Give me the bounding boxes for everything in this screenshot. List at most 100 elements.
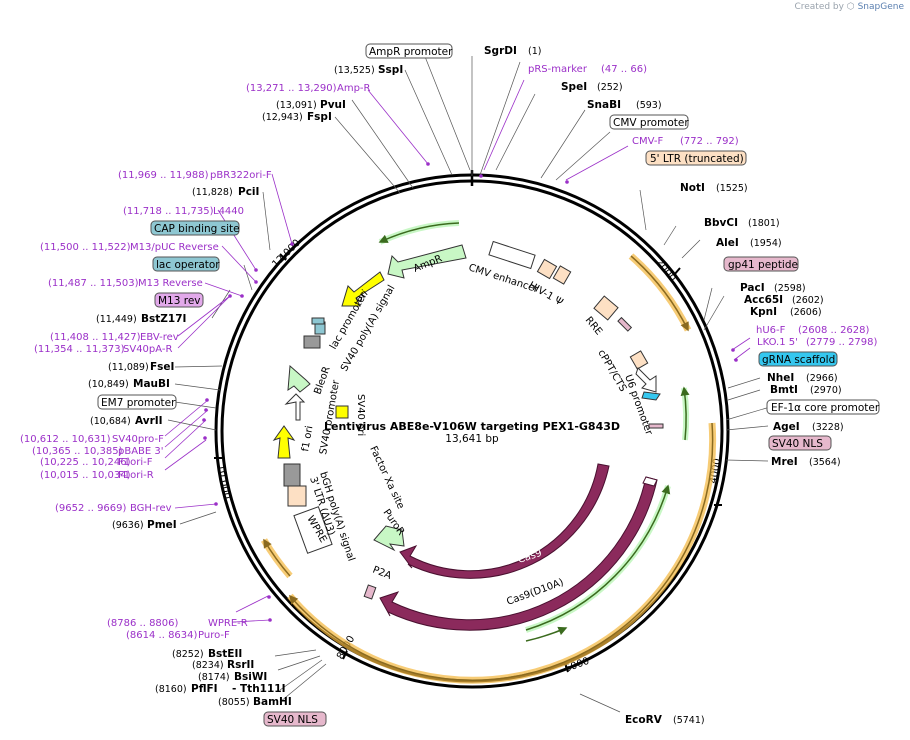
- enzyme-name[interactable]: PciI: [238, 186, 259, 198]
- boxed-feature-label[interactable]: AmpR promoter: [369, 46, 453, 58]
- enzyme-name[interactable]: AgeI: [773, 421, 800, 433]
- enzyme-name[interactable]: SnaBI: [587, 99, 621, 111]
- boxed-feature-bg: [768, 435, 832, 451]
- enzyme-name[interactable]: SgrDI: [484, 45, 517, 57]
- primer-name[interactable]: M13 Reverse: [138, 278, 203, 289]
- enzyme-pos: (11,828): [192, 187, 233, 198]
- enzyme-name[interactable]: RsrII: [227, 659, 254, 671]
- boxed-feature-label[interactable]: gp41 peptide: [728, 259, 798, 271]
- enzyme-pos: (12,943): [262, 112, 303, 123]
- primer-name[interactable]: SV40pro-F: [112, 434, 164, 445]
- primer-name[interactable]: pRS-marker: [528, 64, 588, 75]
- primer-name[interactable]: Puro-F: [198, 630, 230, 641]
- plasmid-name: Lentivirus ABE8e-V106W targeting PEX1-G8…: [324, 420, 620, 433]
- enzyme-name[interactable]: AleI: [716, 237, 739, 249]
- sv40-nls-box: [648, 423, 664, 429]
- enzyme-name[interactable]: Acc65I: [744, 294, 783, 306]
- primer-leaders: [164, 79, 751, 623]
- enzyme-name[interactable]: MauBI: [133, 378, 170, 390]
- primer-range: (2608 .. 2628): [798, 325, 870, 336]
- enzyme-name[interactable]: SspI: [378, 64, 403, 76]
- enzyme-pos: (9636): [112, 520, 144, 531]
- primer-range: (11,487 .. 11,503): [48, 278, 139, 289]
- enzyme-name[interactable]: FseI: [150, 361, 174, 373]
- primer-name[interactable]: L4440: [213, 206, 244, 217]
- primer-labels: pRS-marker (47 .. 66) CMV-F (772 .. 792)…: [20, 64, 878, 641]
- primer-range: (10,225 .. 10,246): [40, 457, 131, 468]
- sv40pa-box: [303, 335, 321, 349]
- primer-range: (11,718 .. 11,735): [123, 206, 214, 217]
- primer-name[interactable]: pBR322ori-F: [210, 170, 272, 181]
- leader-lines: [167, 43, 771, 713]
- enzyme-name[interactable]: BstEII: [208, 648, 242, 660]
- enzyme-name[interactable]: NheI: [767, 372, 794, 384]
- boxed-feature-label[interactable]: 5' LTR (truncated): [650, 153, 744, 165]
- feature-label: Factor Xa site: [367, 445, 406, 511]
- boxed-features: AmpR promoter CMV promoter 5' LTR (trunc…: [97, 43, 880, 727]
- enzyme-name[interactable]: BamHI: [253, 696, 292, 708]
- enzyme-name[interactable]: SpeI: [561, 81, 587, 93]
- enzyme-name[interactable]: PmeI: [147, 519, 177, 531]
- boxed-feature-label[interactable]: EF-1α core promoter: [771, 402, 880, 414]
- boxed-feature-label[interactable]: SV40 NLS: [267, 714, 318, 726]
- ruler-label: 10,000: [215, 464, 232, 500]
- primer-name[interactable]: F1ori-R: [118, 470, 154, 481]
- enzyme-name[interactable]: MreI: [771, 456, 798, 468]
- boxed-feature-label[interactable]: CAP binding site: [154, 223, 240, 235]
- primer-markers: [202, 162, 738, 622]
- enzyme-name[interactable]: BmtI: [770, 384, 798, 396]
- enzyme-name[interactable]: EcoRV: [625, 714, 663, 726]
- enzyme-name[interactable]: - Tth111I: [232, 683, 286, 695]
- enzyme-name[interactable]: PvuI: [320, 99, 346, 111]
- primer-name[interactable]: Amp-R: [337, 83, 371, 94]
- primer-name[interactable]: LKO.1 5': [757, 337, 798, 348]
- enzyme-name[interactable]: KpnI: [750, 306, 777, 318]
- enzyme-labels: SgrDI (1) SpeI (252) SnaBI (593) NotI (1…: [88, 45, 844, 726]
- primer-name[interactable]: EBV-rev: [140, 332, 179, 343]
- boxed-feature-label[interactable]: gRNA scaffold: [762, 354, 835, 366]
- enzyme-pos: (8055): [218, 697, 250, 708]
- primer-name[interactable]: CMV-F: [632, 136, 663, 147]
- enzyme-name[interactable]: NotI: [680, 182, 705, 194]
- enzyme-name[interactable]: AvrII: [135, 415, 163, 427]
- primer-name[interactable]: pBABE 3': [118, 446, 164, 457]
- primer-range: (47 .. 66): [601, 64, 647, 75]
- enzyme-name[interactable]: BsiWI: [234, 671, 267, 683]
- inner-features: [272, 240, 664, 600]
- primer-name[interactable]: M13/pUC Reverse: [130, 242, 219, 253]
- enzyme-name[interactable]: FspI: [307, 111, 332, 123]
- outer-cds-arcs: [260, 253, 717, 684]
- enzyme-name[interactable]: BbvCI: [704, 217, 738, 229]
- lac-mini-1: [311, 317, 325, 325]
- enzyme-pos: (1954): [750, 238, 782, 249]
- primer-name[interactable]: WPRE-R: [208, 618, 248, 629]
- primer-name[interactable]: F1ori-F: [118, 457, 153, 468]
- boxed-feature-label[interactable]: CMV promoter: [613, 117, 689, 129]
- cas9-arcs: [379, 463, 658, 631]
- primer-range: (10,015 .. 10,034): [40, 470, 131, 481]
- enzyme-name[interactable]: PacI: [740, 282, 765, 294]
- primer-name[interactable]: BGH-rev: [130, 503, 172, 514]
- enzyme-pos: (1): [528, 46, 541, 57]
- hiv-psi-box: [536, 258, 558, 280]
- boxed-feature-label[interactable]: EM7 promoter: [101, 397, 176, 409]
- boxed-feature-bg: [365, 43, 453, 59]
- enzyme-pos: (8252): [172, 649, 204, 660]
- primer-name[interactable]: hU6-F: [756, 325, 786, 336]
- primer-range: (11,354 .. 11,373): [34, 344, 125, 355]
- boxed-feature-label[interactable]: M13 rev: [158, 295, 201, 307]
- f1-ori-arrow: [272, 425, 296, 459]
- p2a-box: [363, 584, 377, 600]
- sv40-promoter-arrow: [284, 393, 306, 421]
- enzyme-name[interactable]: PflFI: [191, 683, 218, 695]
- cmv-enhancer-box: [488, 240, 536, 270]
- primer-name[interactable]: SV40pA-R: [123, 344, 172, 355]
- boxed-feature-label[interactable]: SV40 NLS: [772, 438, 823, 450]
- enzyme-pos: (2598): [774, 283, 806, 294]
- feature-label: RRE: [583, 315, 604, 338]
- snapgene-logo-icon: ⬡: [846, 2, 855, 12]
- enzyme-name[interactable]: BstZ17I: [141, 313, 186, 325]
- bgh-box: [283, 463, 301, 487]
- boxed-feature-label[interactable]: lac operator: [156, 259, 220, 271]
